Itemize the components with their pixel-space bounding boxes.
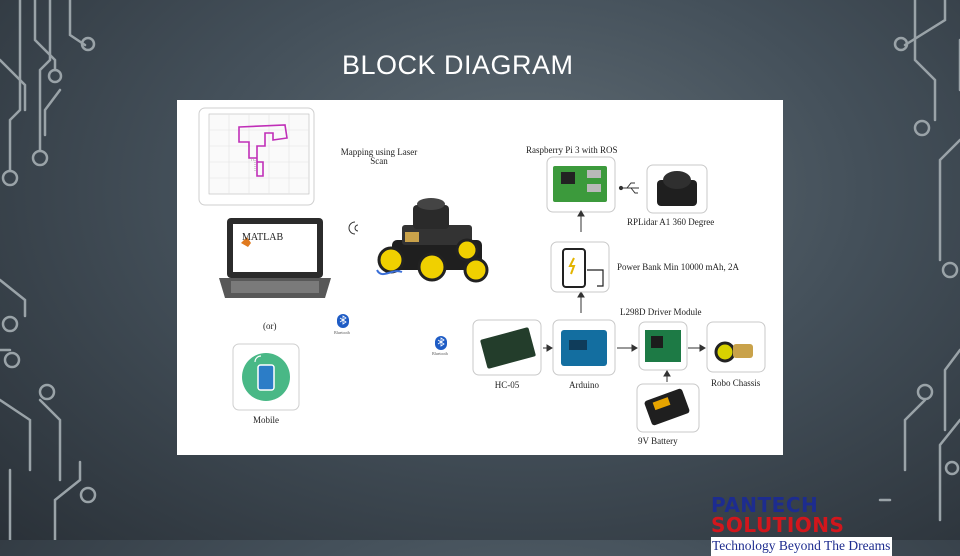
diagram-graphics (198, 107, 766, 433)
robo-chassis-label: Robo Chassis (711, 378, 761, 388)
block-diagram: MATLAB Mapping using Laser Scan Raspberr… (177, 100, 783, 455)
wifi-icon (348, 221, 359, 235)
mobile-card (232, 343, 300, 411)
hc05-label: HC-05 (494, 380, 520, 390)
robo-chassis-card (706, 321, 766, 373)
l298d-driver-card (638, 321, 688, 371)
raspberry-pi-card (546, 156, 616, 213)
hc05-card (472, 319, 542, 376)
brand-name: PANTECH SOLUTIONS (711, 495, 931, 535)
or-label: (or) (263, 321, 277, 331)
slide-title: BLOCK DIAGRAM (342, 50, 574, 80)
bluetooth-icon (337, 314, 349, 328)
battery-label: 9V Battery (638, 436, 678, 446)
laptop-icon (219, 218, 331, 298)
usb-icon (618, 182, 639, 194)
raspberry-pi-label: Raspberry Pi 3 with ROS (526, 145, 618, 155)
arduino-card (552, 319, 616, 376)
brand-name-part2: SOLUTIONS (711, 513, 845, 537)
laser-map-plot (198, 107, 315, 206)
arduino-label: Arduino (569, 380, 599, 390)
power-bank-card (550, 241, 610, 293)
robot-car (376, 198, 489, 283)
brand-logo: PANTECH SOLUTIONS Technology Beyond The … (711, 495, 931, 556)
mobile-label: Mobile (253, 415, 279, 425)
rplidar-card (646, 164, 708, 214)
battery-card (636, 383, 700, 433)
brand-name-part1: PANTECH (711, 493, 819, 517)
circuit-background (0, 0, 960, 540)
rplidar-label: RPLidar A1 360 Degree (627, 217, 715, 227)
bluetooth-label-2: Bluetooth (432, 351, 448, 356)
mapping-label: Mapping using Laser Scan (340, 147, 418, 167)
matlab-label: MATLAB (242, 232, 284, 243)
l298d-driver-label: L298D Driver Module (620, 307, 702, 317)
power-bank-label: Power Bank Min 10000 mAh, 2A (617, 262, 739, 272)
bluetooth-label: Bluetooth (334, 330, 350, 335)
bluetooth-icon-2 (435, 336, 447, 350)
